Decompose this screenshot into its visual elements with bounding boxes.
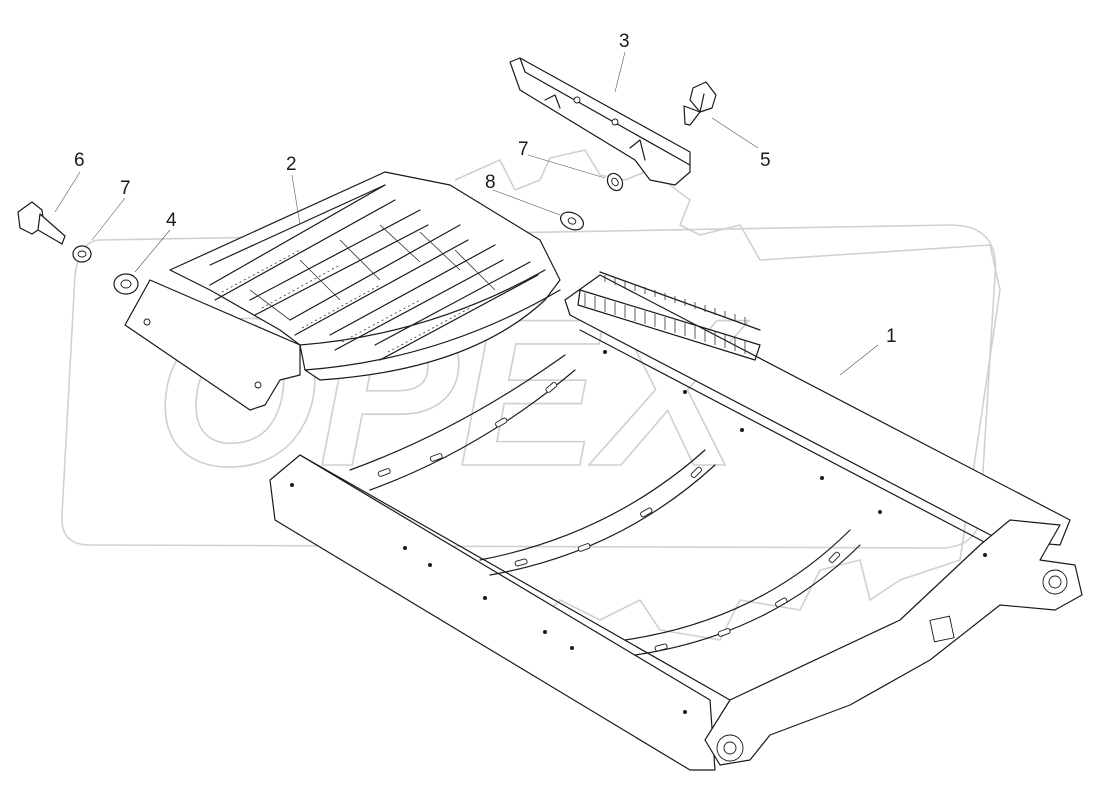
grate-rib-4 bbox=[329, 244, 504, 351]
grate-rib-5 bbox=[374, 261, 539, 361]
callouts: 1 2 3 4 5 6 7 7 8 bbox=[74, 31, 897, 347]
callout-2: 2 bbox=[286, 154, 297, 175]
part-8-nut bbox=[560, 211, 584, 231]
part-3-bar-plate bbox=[509, 57, 691, 186]
part-1-frame bbox=[269, 271, 1083, 771]
part-4-washer bbox=[113, 273, 139, 295]
callout-6: 6 bbox=[74, 150, 85, 171]
part-7-lock-washer-left bbox=[72, 245, 92, 263]
frame-teeth-comb bbox=[577, 271, 761, 361]
frame-back-beam-holes bbox=[603, 350, 987, 557]
grate-front-flap bbox=[124, 279, 301, 411]
callout-7-left: 7 bbox=[120, 178, 131, 199]
part-7-lock-washer-right bbox=[606, 172, 624, 192]
frame-left-beam-holes bbox=[290, 483, 687, 714]
frame-grate-bar-2 bbox=[479, 449, 706, 561]
frame-back-beam bbox=[564, 274, 1071, 546]
watermark-frame bbox=[61, 224, 997, 549]
part-2-grate-insert bbox=[124, 171, 561, 411]
frame-bar-slots bbox=[377, 381, 840, 652]
callout-4: 4 bbox=[166, 210, 177, 231]
part-5-bolt bbox=[683, 81, 717, 126]
frame-grate-bar-1 bbox=[349, 354, 566, 471]
grate-rib-1 bbox=[209, 184, 396, 301]
callout-7-right: 7 bbox=[518, 139, 529, 160]
grate-rib-2 bbox=[249, 209, 429, 316]
callout-8: 8 bbox=[485, 172, 496, 193]
grate-rib-3 bbox=[289, 224, 469, 336]
callout-1: 1 bbox=[886, 326, 897, 347]
leader-lines bbox=[54, 51, 879, 376]
callout-5: 5 bbox=[760, 150, 771, 171]
part-6-bolt bbox=[17, 201, 66, 245]
callout-3: 3 bbox=[619, 31, 630, 52]
frame-grate-bar-3 bbox=[624, 529, 851, 641]
frame-right-plate bbox=[704, 519, 1083, 766]
